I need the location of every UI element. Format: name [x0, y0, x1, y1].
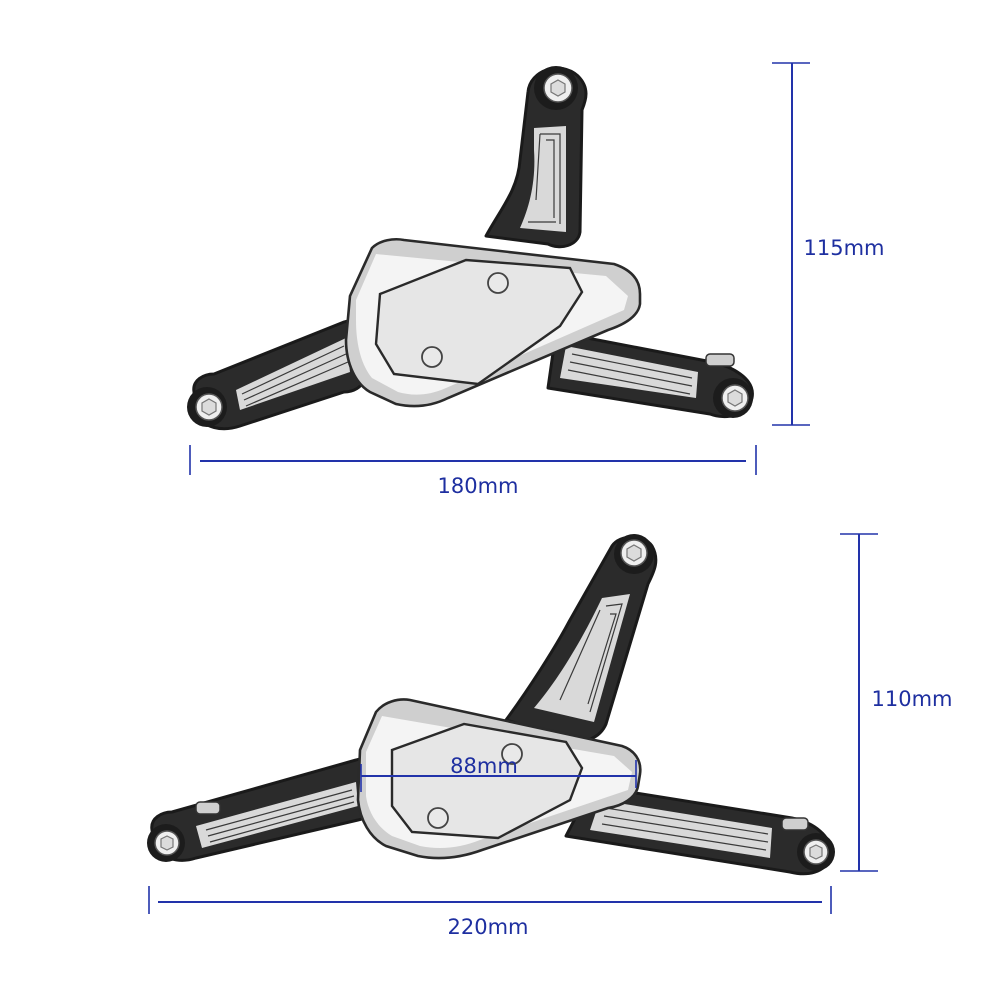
bottom-width-dimension: 220mm	[148, 886, 832, 939]
bottom-inner-width-dimension: 88mm	[360, 754, 637, 792]
bottom-height-dimension: 110mm	[840, 533, 953, 872]
top-upper-arm	[484, 66, 588, 249]
top-height-label: 115mm	[804, 236, 885, 260]
inner-width-label: 88mm	[450, 754, 518, 778]
top-bolt-left	[187, 387, 227, 427]
bottom-height-label: 110mm	[872, 687, 953, 711]
bottom-center-plate	[356, 698, 642, 860]
bottom-frame-slider	[147, 534, 835, 876]
bottom-left-arm	[150, 757, 380, 862]
top-width-label: 180mm	[438, 474, 519, 498]
bottom-width-label: 220mm	[448, 915, 529, 939]
top-frame-slider	[187, 66, 754, 431]
top-center-plate	[344, 237, 642, 408]
bottom-bolt-upper	[614, 534, 654, 574]
top-bolt-upper	[534, 66, 578, 110]
bottom-bolt-right	[797, 833, 835, 871]
top-bolt-right	[713, 378, 753, 418]
top-width-dimension: 180mm	[189, 445, 757, 498]
top-height-dimension: 115mm	[772, 62, 885, 426]
bottom-bolt-left	[147, 824, 185, 862]
